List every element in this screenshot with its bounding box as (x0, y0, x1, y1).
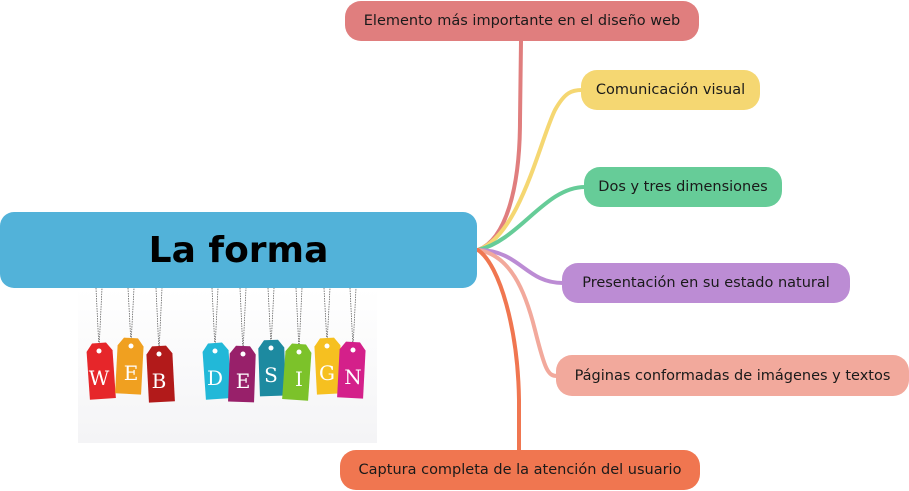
tag-letter: E (124, 361, 139, 385)
tag-letter: S (264, 363, 278, 387)
tag-letter: N (344, 365, 362, 389)
branch-imagenes-textos[interactable]: Páginas conformadas de imágenes y textos (556, 355, 909, 396)
connector-0 (476, 39, 523, 252)
tag-g: G (314, 288, 343, 395)
branch-atencion-usuario[interactable]: Captura completa de la atención del usua… (340, 450, 700, 490)
tag-e: E (228, 288, 256, 403)
central-topic[interactable]: La forma (0, 212, 477, 288)
tag-w: W (86, 288, 116, 400)
branch-elemento-importante[interactable]: Elemento más importante en el diseño web (345, 1, 699, 41)
branch-label: Elemento más importante en el diseño web (363, 13, 681, 29)
tag-d: D (202, 288, 232, 400)
connector-4 (476, 248, 559, 378)
tag-letter: I (295, 367, 303, 391)
branch-label: Dos y tres dimensiones (598, 179, 768, 195)
branch-dos-tres-dimensiones[interactable]: Dos y tres dimensiones (584, 167, 782, 207)
tag-letter: W (89, 366, 110, 390)
tag-e: E (115, 288, 144, 395)
connector-2 (476, 185, 587, 252)
tag-s: S (258, 288, 286, 397)
connector-1 (476, 88, 584, 252)
branch-label: Captura completa de la atención del usua… (358, 462, 682, 478)
tag-letter: G (319, 361, 335, 385)
branch-label: Páginas conformadas de imágenes y textos (574, 367, 891, 384)
tag-letter: D (207, 366, 223, 390)
branch-label: Presentación en su estado natural (582, 275, 830, 291)
branch-comunicacion-visual[interactable]: Comunicación visual (581, 70, 760, 110)
tag-n: N (337, 288, 366, 399)
tag-letter: E (236, 369, 251, 393)
tag-letter: B (152, 369, 167, 393)
connector-3 (476, 248, 565, 285)
central-topic-label: La forma (148, 229, 329, 271)
connector-5 (476, 248, 521, 452)
branch-estado-natural[interactable]: Presentación en su estado natural (562, 263, 850, 303)
tag-i: I (282, 288, 312, 401)
branch-label: Comunicación visual (595, 82, 746, 98)
tag-b: B (146, 288, 175, 403)
